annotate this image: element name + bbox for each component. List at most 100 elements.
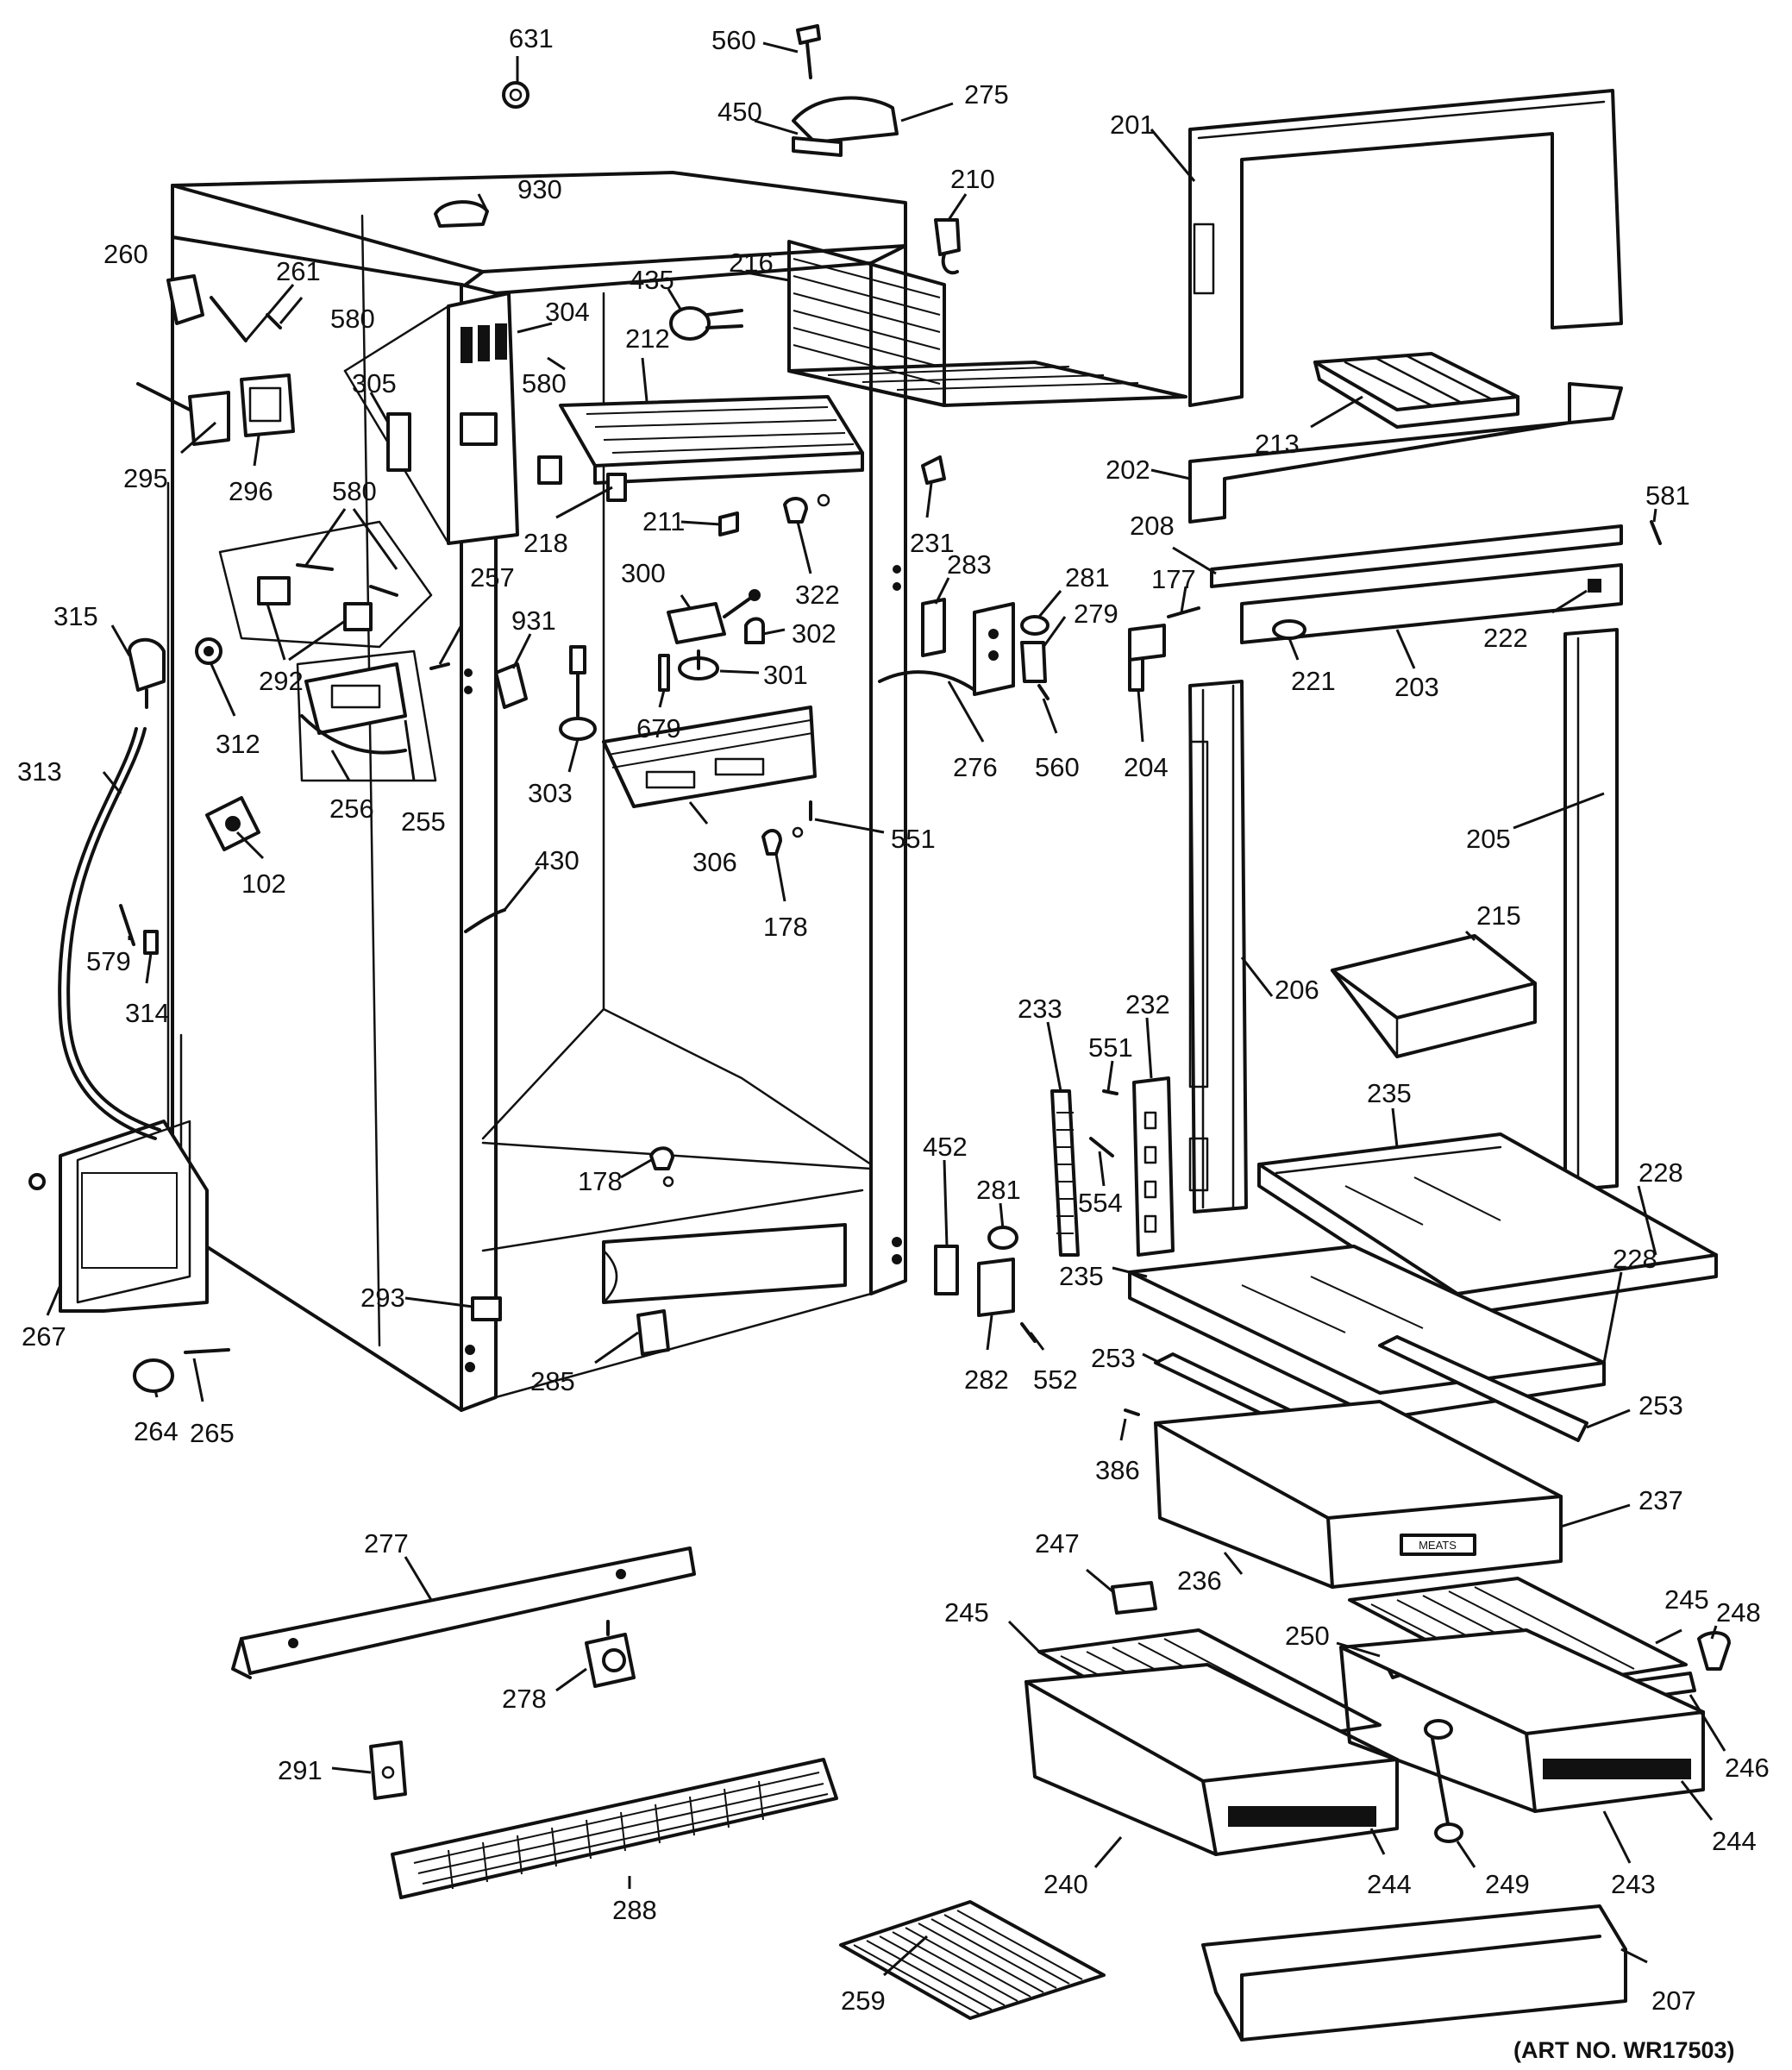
callout-178: 178	[763, 912, 808, 942]
callout-292: 292	[259, 666, 304, 696]
callout-580: 580	[330, 304, 375, 334]
callout-213: 213	[1255, 429, 1300, 459]
callout-291: 291	[278, 1755, 323, 1785]
callout-210: 210	[950, 164, 995, 194]
callout-552: 552	[1033, 1364, 1078, 1395]
cabinet	[171, 171, 907, 1412]
callout-312: 312	[216, 729, 260, 759]
callout-248: 248	[1716, 1597, 1761, 1628]
callout-203: 203	[1394, 672, 1439, 702]
callout-236: 236	[1177, 1565, 1222, 1596]
callout-222: 222	[1483, 623, 1528, 653]
callout-277: 277	[364, 1528, 409, 1559]
callout-235: 235	[1367, 1078, 1412, 1108]
callout-560: 560	[711, 25, 756, 55]
base-parts	[28, 1173, 838, 1899]
callout-250: 250	[1285, 1621, 1330, 1651]
callout-306: 306	[692, 847, 737, 877]
callout-264: 264	[134, 1416, 179, 1446]
callout-240: 240	[1043, 1869, 1088, 1899]
callout-295: 295	[123, 463, 168, 493]
callout-450: 450	[717, 97, 762, 127]
callout-245: 245	[1664, 1584, 1709, 1615]
callout-208: 208	[1130, 511, 1175, 541]
callout-267: 267	[22, 1321, 66, 1352]
callout-300: 300	[621, 558, 666, 588]
callout-293: 293	[360, 1283, 405, 1313]
callout-259: 259	[841, 1985, 886, 2016]
callout-282: 282	[964, 1364, 1009, 1395]
callout-231: 231	[910, 528, 955, 558]
callout-205: 205	[1466, 824, 1511, 854]
callout-216: 216	[729, 248, 774, 278]
callout-554: 554	[1078, 1188, 1123, 1218]
callout-244: 244	[1712, 1826, 1757, 1856]
callout-201: 201	[1110, 110, 1155, 140]
callout-275: 275	[964, 79, 1009, 110]
callout-314: 314	[125, 998, 170, 1028]
leader-lines	[46, 41, 1726, 1977]
callout-285: 285	[530, 1366, 575, 1396]
callout-551: 551	[1088, 1032, 1133, 1063]
callout-211: 211	[642, 506, 685, 536]
callout-580: 580	[522, 368, 567, 398]
callout-261: 261	[276, 256, 321, 286]
callout-218: 218	[523, 528, 568, 558]
callout-255: 255	[401, 806, 446, 837]
callout-labels: 631 560 450 275 201 930 210 260 261 580 …	[17, 23, 1770, 2063]
callout-204: 204	[1124, 752, 1169, 782]
callout-580: 580	[332, 476, 377, 506]
callout-249: 249	[1485, 1869, 1530, 1899]
callout-244: 244	[1367, 1869, 1412, 1899]
callout-232: 232	[1125, 989, 1170, 1019]
callout-679: 679	[636, 713, 681, 743]
callout-322: 322	[795, 580, 840, 610]
callout-313: 313	[17, 756, 62, 787]
callout-257: 257	[470, 562, 515, 593]
callout-386: 386	[1095, 1455, 1140, 1485]
callout-233: 233	[1018, 994, 1062, 1024]
callout-281: 281	[1065, 562, 1110, 593]
callout-247: 247	[1035, 1528, 1080, 1559]
door-parts	[1188, 89, 1662, 2042]
callout-265: 265	[190, 1418, 235, 1448]
callout-930: 930	[517, 174, 562, 204]
callout-296: 296	[229, 476, 273, 506]
callout-177: 177	[1151, 564, 1196, 594]
callout-256: 256	[329, 794, 374, 824]
callout-283: 283	[947, 549, 992, 580]
callout-102: 102	[241, 869, 286, 899]
callout-243: 243	[1611, 1869, 1656, 1899]
callout-281: 281	[976, 1175, 1021, 1205]
callout-631: 631	[509, 23, 554, 53]
callout-288: 288	[612, 1895, 657, 1925]
callout-178: 178	[578, 1166, 623, 1196]
callout-207: 207	[1651, 1985, 1696, 2016]
callout-581: 581	[1645, 480, 1690, 511]
callout-301: 301	[763, 660, 808, 690]
freezer-interior-parts	[434, 24, 1200, 1188]
callout-212: 212	[625, 323, 670, 354]
callout-278: 278	[502, 1684, 547, 1714]
callout-560: 560	[1035, 752, 1080, 782]
callout-215: 215	[1476, 900, 1521, 931]
callout-237: 237	[1638, 1485, 1683, 1515]
left-side-assembly	[58, 274, 528, 1313]
art-number: (ART NO. WR17503)	[1513, 2037, 1735, 2063]
callout-304: 304	[545, 297, 590, 327]
callout-579: 579	[86, 946, 131, 976]
callout-253: 253	[1638, 1390, 1683, 1421]
callout-228: 228	[1613, 1244, 1657, 1274]
fresh-food-shelves: MEATS	[839, 1076, 1731, 2020]
callout-435: 435	[630, 265, 674, 295]
callout-202: 202	[1106, 455, 1150, 485]
callout-452: 452	[923, 1132, 968, 1162]
callout-206: 206	[1275, 975, 1319, 1005]
callout-276: 276	[953, 752, 998, 782]
callout-279: 279	[1074, 599, 1118, 629]
callout-253: 253	[1091, 1343, 1136, 1373]
callout-302: 302	[792, 618, 836, 649]
callout-931: 931	[511, 605, 556, 636]
callout-305: 305	[352, 368, 397, 398]
